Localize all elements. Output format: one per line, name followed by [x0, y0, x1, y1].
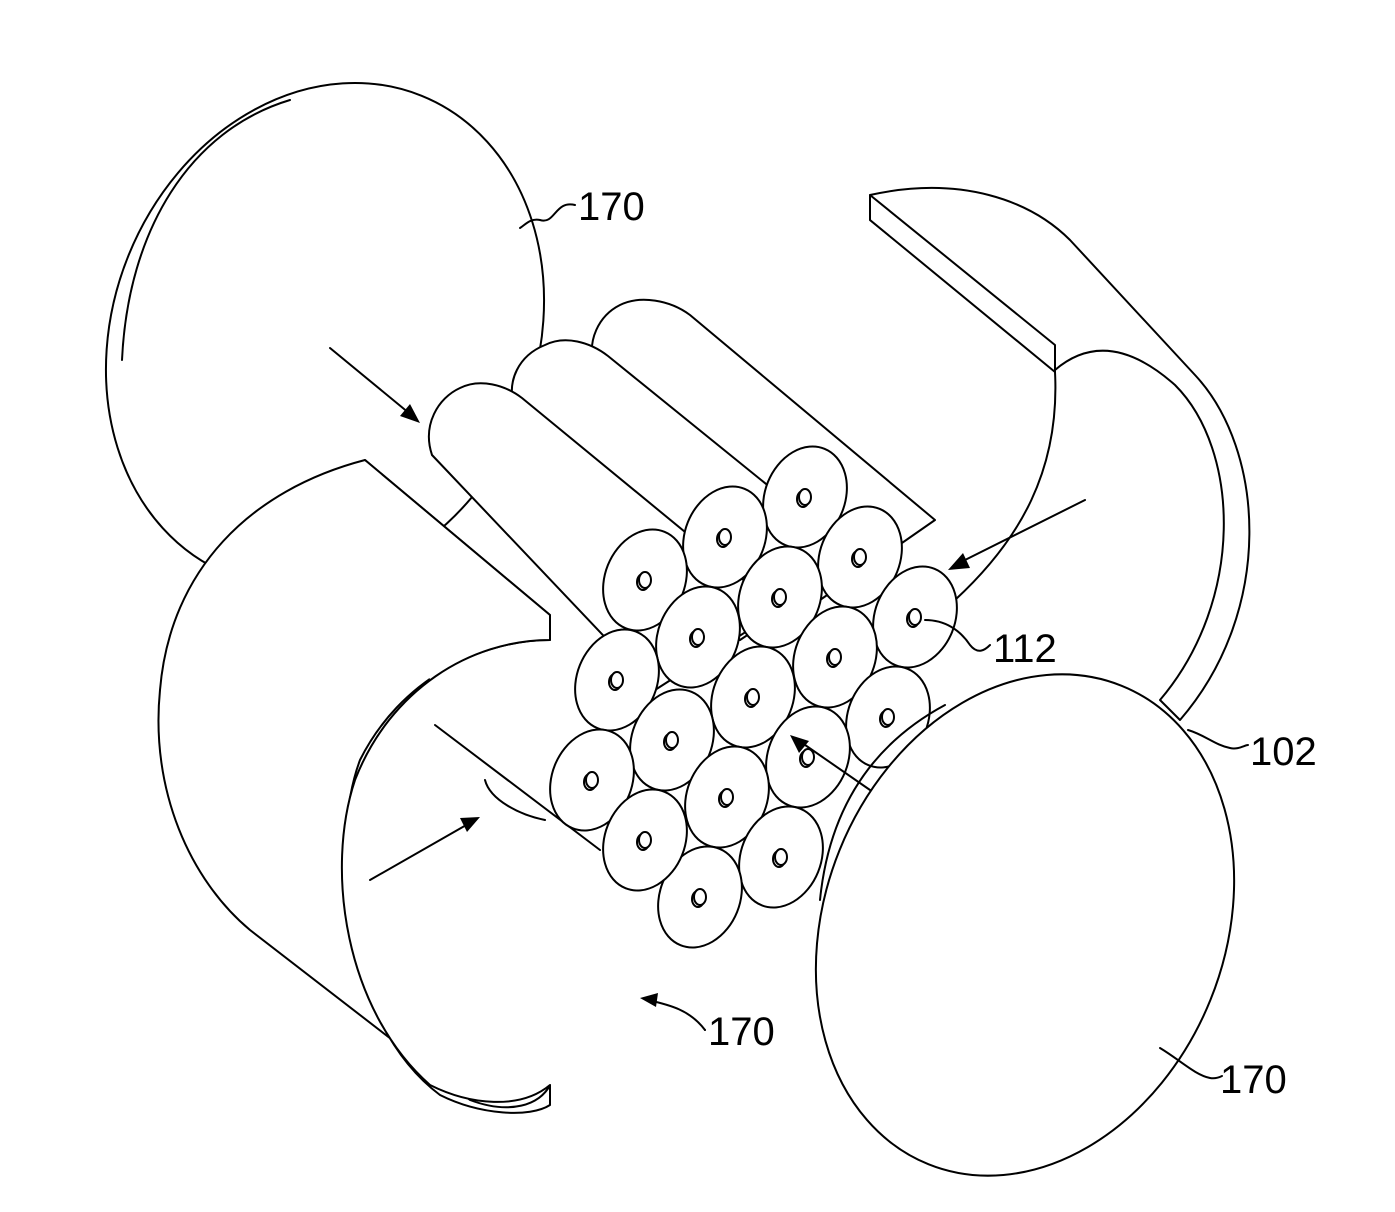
housing-half-shell-right [869, 187, 1251, 721]
arrow-head-icon [400, 404, 420, 423]
label-170-top-left: 170 [578, 185, 645, 229]
battery-cell-end [684, 745, 770, 849]
cell-terminal-icon [638, 831, 652, 849]
battery-cell-end [682, 485, 768, 589]
cell-terminal-icon [718, 528, 732, 546]
cell-terminal-icon [801, 748, 815, 766]
battery-cell-end [737, 545, 823, 649]
arrow-head-icon [790, 735, 809, 753]
cell-terminal-icon [691, 628, 705, 646]
cell-terminal-icon [693, 888, 707, 906]
battery-cell-end [872, 565, 958, 669]
end-cover-disc-bottom-right [814, 673, 1236, 1177]
label-112-cell: 112 [993, 627, 1057, 671]
arrow-head-icon [460, 817, 480, 832]
battery-cell-end [792, 605, 878, 709]
battery-cell-end [655, 585, 741, 689]
label-170-bottom-center: 170 [708, 1010, 775, 1054]
label-102-housing: 102 [1250, 730, 1317, 774]
cell-terminal-icon [585, 771, 599, 789]
label-170-bottom-right: 170 [1220, 1058, 1287, 1102]
leader-lines [519, 203, 1249, 1080]
cell-terminal-icon [881, 708, 895, 726]
arrow-head-icon [948, 553, 970, 570]
battery-cell-end [817, 505, 903, 609]
cell-terminal-icon [665, 731, 679, 749]
battery-cell-end [602, 788, 688, 892]
housing-half-shell-left [157, 459, 601, 1114]
assembly-arrows [329, 347, 1086, 1031]
cell-terminal-icon [853, 548, 867, 566]
battery-cell-end [657, 845, 743, 949]
cell-terminal-icon [908, 608, 922, 626]
battery-cell-end [574, 628, 660, 732]
battery-cell-end [549, 728, 635, 832]
cell-terminal-icon [774, 848, 788, 866]
cell-end-faces [549, 445, 958, 949]
battery-cell-end [710, 645, 796, 749]
arrow-head-icon [640, 993, 658, 1007]
battery-cell-end [765, 705, 851, 809]
battery-cell-end [845, 665, 931, 769]
cell-terminal-icon [773, 588, 787, 606]
cell-terminal-icon [746, 688, 760, 706]
cell-terminal-icon [720, 788, 734, 806]
cell-terminal-icon [610, 671, 624, 689]
battery-cell-end [762, 445, 848, 549]
cell-terminal-icon [638, 571, 652, 589]
battery-cell-end [629, 688, 715, 792]
cell-terminal-icon [828, 648, 842, 666]
cell-terminal-icon [798, 488, 812, 506]
battery-cell-end [738, 805, 824, 909]
